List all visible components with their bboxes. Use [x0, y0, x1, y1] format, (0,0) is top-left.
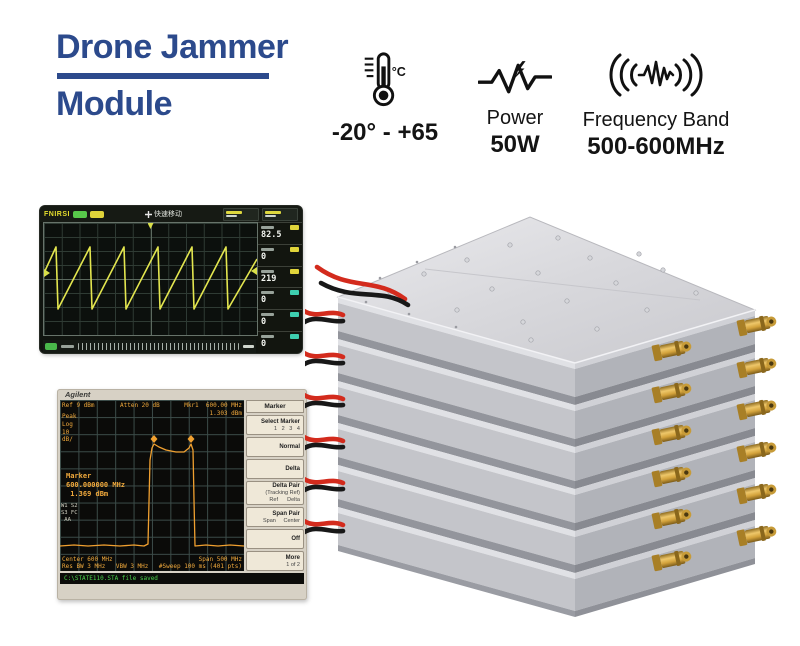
measurement-box: 82.5	[258, 222, 302, 244]
measure-badge	[290, 246, 299, 252]
sawtooth-waveform	[44, 246, 257, 310]
module-layer-6	[338, 507, 755, 617]
module-layer-1	[338, 297, 755, 405]
menu-title: Marker	[246, 400, 304, 413]
softkey-off: Off	[246, 529, 304, 549]
sweep-label: #Sweep 100 ms (401 pts)	[158, 563, 242, 570]
timebase-ruler	[78, 343, 239, 350]
trigger-level-marker	[251, 267, 257, 275]
softkey-menu: Marker Select Marker 1 2 3 4 Normal Delt…	[246, 400, 304, 571]
spectrum-analyzer-photo: Agilent Ref 9 dBm Atten 20 dB Mkr1 600.0…	[57, 389, 307, 600]
file-saved-statusbar: C:\STATE110.STA file saved	[60, 573, 304, 584]
atten-label: Atten 20 dB	[120, 402, 160, 409]
temperature-range-value: -20° - +65	[331, 119, 439, 146]
measurement-box: 0	[258, 287, 302, 309]
marker-2-flag	[187, 435, 195, 443]
power-value: 50W	[490, 131, 540, 158]
measurement-box: 0	[258, 331, 302, 353]
run-chip	[45, 343, 57, 350]
oscilloscope-photo: FNIRSI 快速移动 82.5	[40, 206, 302, 353]
page-title-line1: Drone Jammer	[56, 28, 289, 66]
measurement-box: 219	[258, 265, 302, 288]
channel-level-marker	[44, 269, 50, 277]
rbw-label: Res BW 3 MHz	[62, 563, 106, 570]
marker-readout: Marker 600.000000 MHz 1.369 dBm	[66, 472, 126, 499]
power-icon	[478, 61, 552, 94]
ref-level-label: Ref 9 dBm	[62, 402, 95, 409]
channel-info-box	[222, 207, 259, 221]
softkey-normal: Normal	[246, 437, 304, 457]
softkey-delta: Delta	[246, 459, 304, 479]
softkey-span-pair: Span Pair Span Center	[246, 507, 304, 527]
measure-badge	[290, 290, 299, 296]
mode-text: 快速移动	[153, 211, 182, 218]
oscilloscope-toolbar: FNIRSI 快速移动	[40, 206, 302, 222]
spec-temperature: °C -20° - +65	[320, 50, 450, 146]
channel-status-chip	[89, 210, 104, 218]
frequency-band-label: Frequency Band	[582, 109, 730, 131]
amplitude-scale-labels: Peak Log 10 dB/	[62, 413, 77, 444]
trigger-position-marker	[147, 223, 154, 229]
status-flag-labels: W1 S2 S3 FC AA	[61, 503, 78, 524]
frequency-icon	[609, 53, 703, 97]
spectrum-analyzer-screen: Ref 9 dBm Atten 20 dB Mkr1 600.00 MHz 1.…	[60, 400, 244, 571]
softkey-more: More 1 of 2	[246, 551, 304, 571]
freq-axis-row-2: Res BW 3 MHz VBW 3 MHz #Sweep 100 ms (40…	[62, 563, 242, 570]
measure-badge	[290, 225, 299, 230]
softkey-select-marker: Select Marker 1 2 3 4	[246, 415, 304, 435]
measure-badge	[290, 334, 299, 340]
softkey-delta-pair: Delta Pair (Tracking Ref) Ref Delta	[246, 481, 304, 505]
measure-badge	[290, 268, 299, 274]
power-label: Power	[486, 107, 544, 129]
channel-info-box	[261, 207, 298, 221]
oscilloscope-screen	[43, 222, 258, 336]
degree-glyph: °C	[392, 65, 406, 79]
module-stack-photo	[305, 216, 778, 617]
freq-axis-row-1: Center 600 MHz Span 500 MHz	[62, 556, 242, 563]
spectrum-analyzer-brand: Agilent	[65, 390, 91, 399]
measurement-box: 0	[258, 243, 302, 266]
page-title-line2: Module	[56, 85, 172, 123]
measurement-box: 0	[258, 309, 302, 331]
spectrum-trace	[60, 435, 244, 547]
marker-1-flag	[150, 435, 158, 443]
edge-rivets	[364, 245, 458, 329]
spec-frequency: Frequency Band 500-600MHz	[572, 52, 740, 160]
frequency-band-value: 500-600MHz	[587, 133, 725, 160]
power-wires	[305, 264, 411, 533]
run-status-chip	[72, 210, 87, 218]
module-top-plate	[336, 216, 757, 364]
mode-label: 快速移动	[144, 209, 182, 219]
center-horizontal-gridline	[44, 279, 257, 280]
span-label: Span 500 MHz	[198, 556, 242, 563]
oscilloscope-brand: FNIRSI	[44, 210, 70, 218]
measure-badge	[290, 312, 299, 318]
title-block: Drone Jammer Module	[56, 28, 289, 123]
oscilloscope-measurements: 82.5 0 219 0 0 0	[258, 222, 302, 353]
marker-top-readout: Mkr1 600.00 MHz 1.303 dBm	[184, 402, 242, 417]
move-icon	[144, 210, 152, 218]
title-underline	[57, 73, 269, 79]
thermometer-icon: °C	[364, 52, 406, 107]
oscilloscope-statusbar	[43, 340, 256, 353]
vbw-label: VBW 3 MHz	[115, 563, 149, 570]
center-freq-label: Center 600 MHz	[62, 556, 113, 563]
spec-power: Power 50W	[455, 60, 575, 158]
